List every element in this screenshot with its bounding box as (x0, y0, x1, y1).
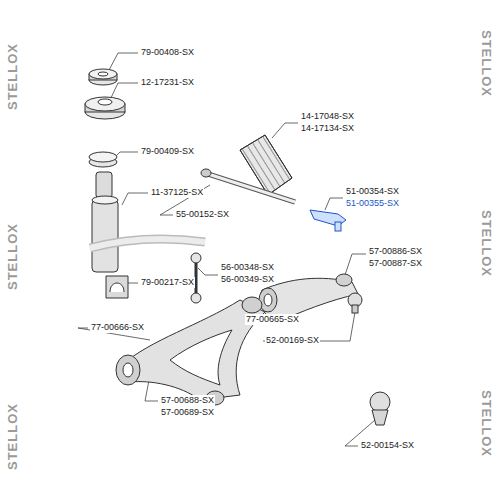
part-number: 57-00887-SX (368, 258, 423, 269)
part-number: 57-00689-SX (160, 407, 215, 418)
watermark: STELLOX (5, 403, 20, 470)
part-number: 79-00217-SX (140, 277, 195, 288)
part-number: 14-17048-SX (300, 111, 355, 122)
part-number: 56-00348-SX (220, 262, 275, 273)
part-number: 77-00665-SX (245, 314, 300, 325)
part-number: 51-00355-SX (345, 198, 400, 209)
part-number: 52-00169-SX (265, 335, 320, 346)
part-number: 57-00886-SX (368, 246, 423, 257)
watermark: STELLOX (479, 390, 494, 457)
part-number: 77-00666-SX (90, 322, 145, 333)
part-number: 79-00409-SX (140, 146, 195, 157)
part-number: 55-00152-SX (175, 209, 230, 220)
part-number: 79-00408-SX (140, 47, 195, 58)
part-number: 14-17134-SX (300, 123, 355, 134)
watermark: STELLOX (5, 43, 20, 110)
part-number: 11-37125-SX (150, 187, 204, 198)
part-number: 12-17231-SX (140, 77, 195, 88)
part-number: 52-00154-SX (360, 440, 415, 451)
part-number: 57-00688-SX (160, 395, 215, 406)
watermark: STELLOX (479, 210, 494, 277)
watermark: STELLOX (479, 30, 494, 97)
part-number: 51-00354-SX (345, 186, 400, 197)
watermark: STELLOX (5, 223, 20, 290)
part-number: 56-00349-SX (220, 274, 275, 285)
